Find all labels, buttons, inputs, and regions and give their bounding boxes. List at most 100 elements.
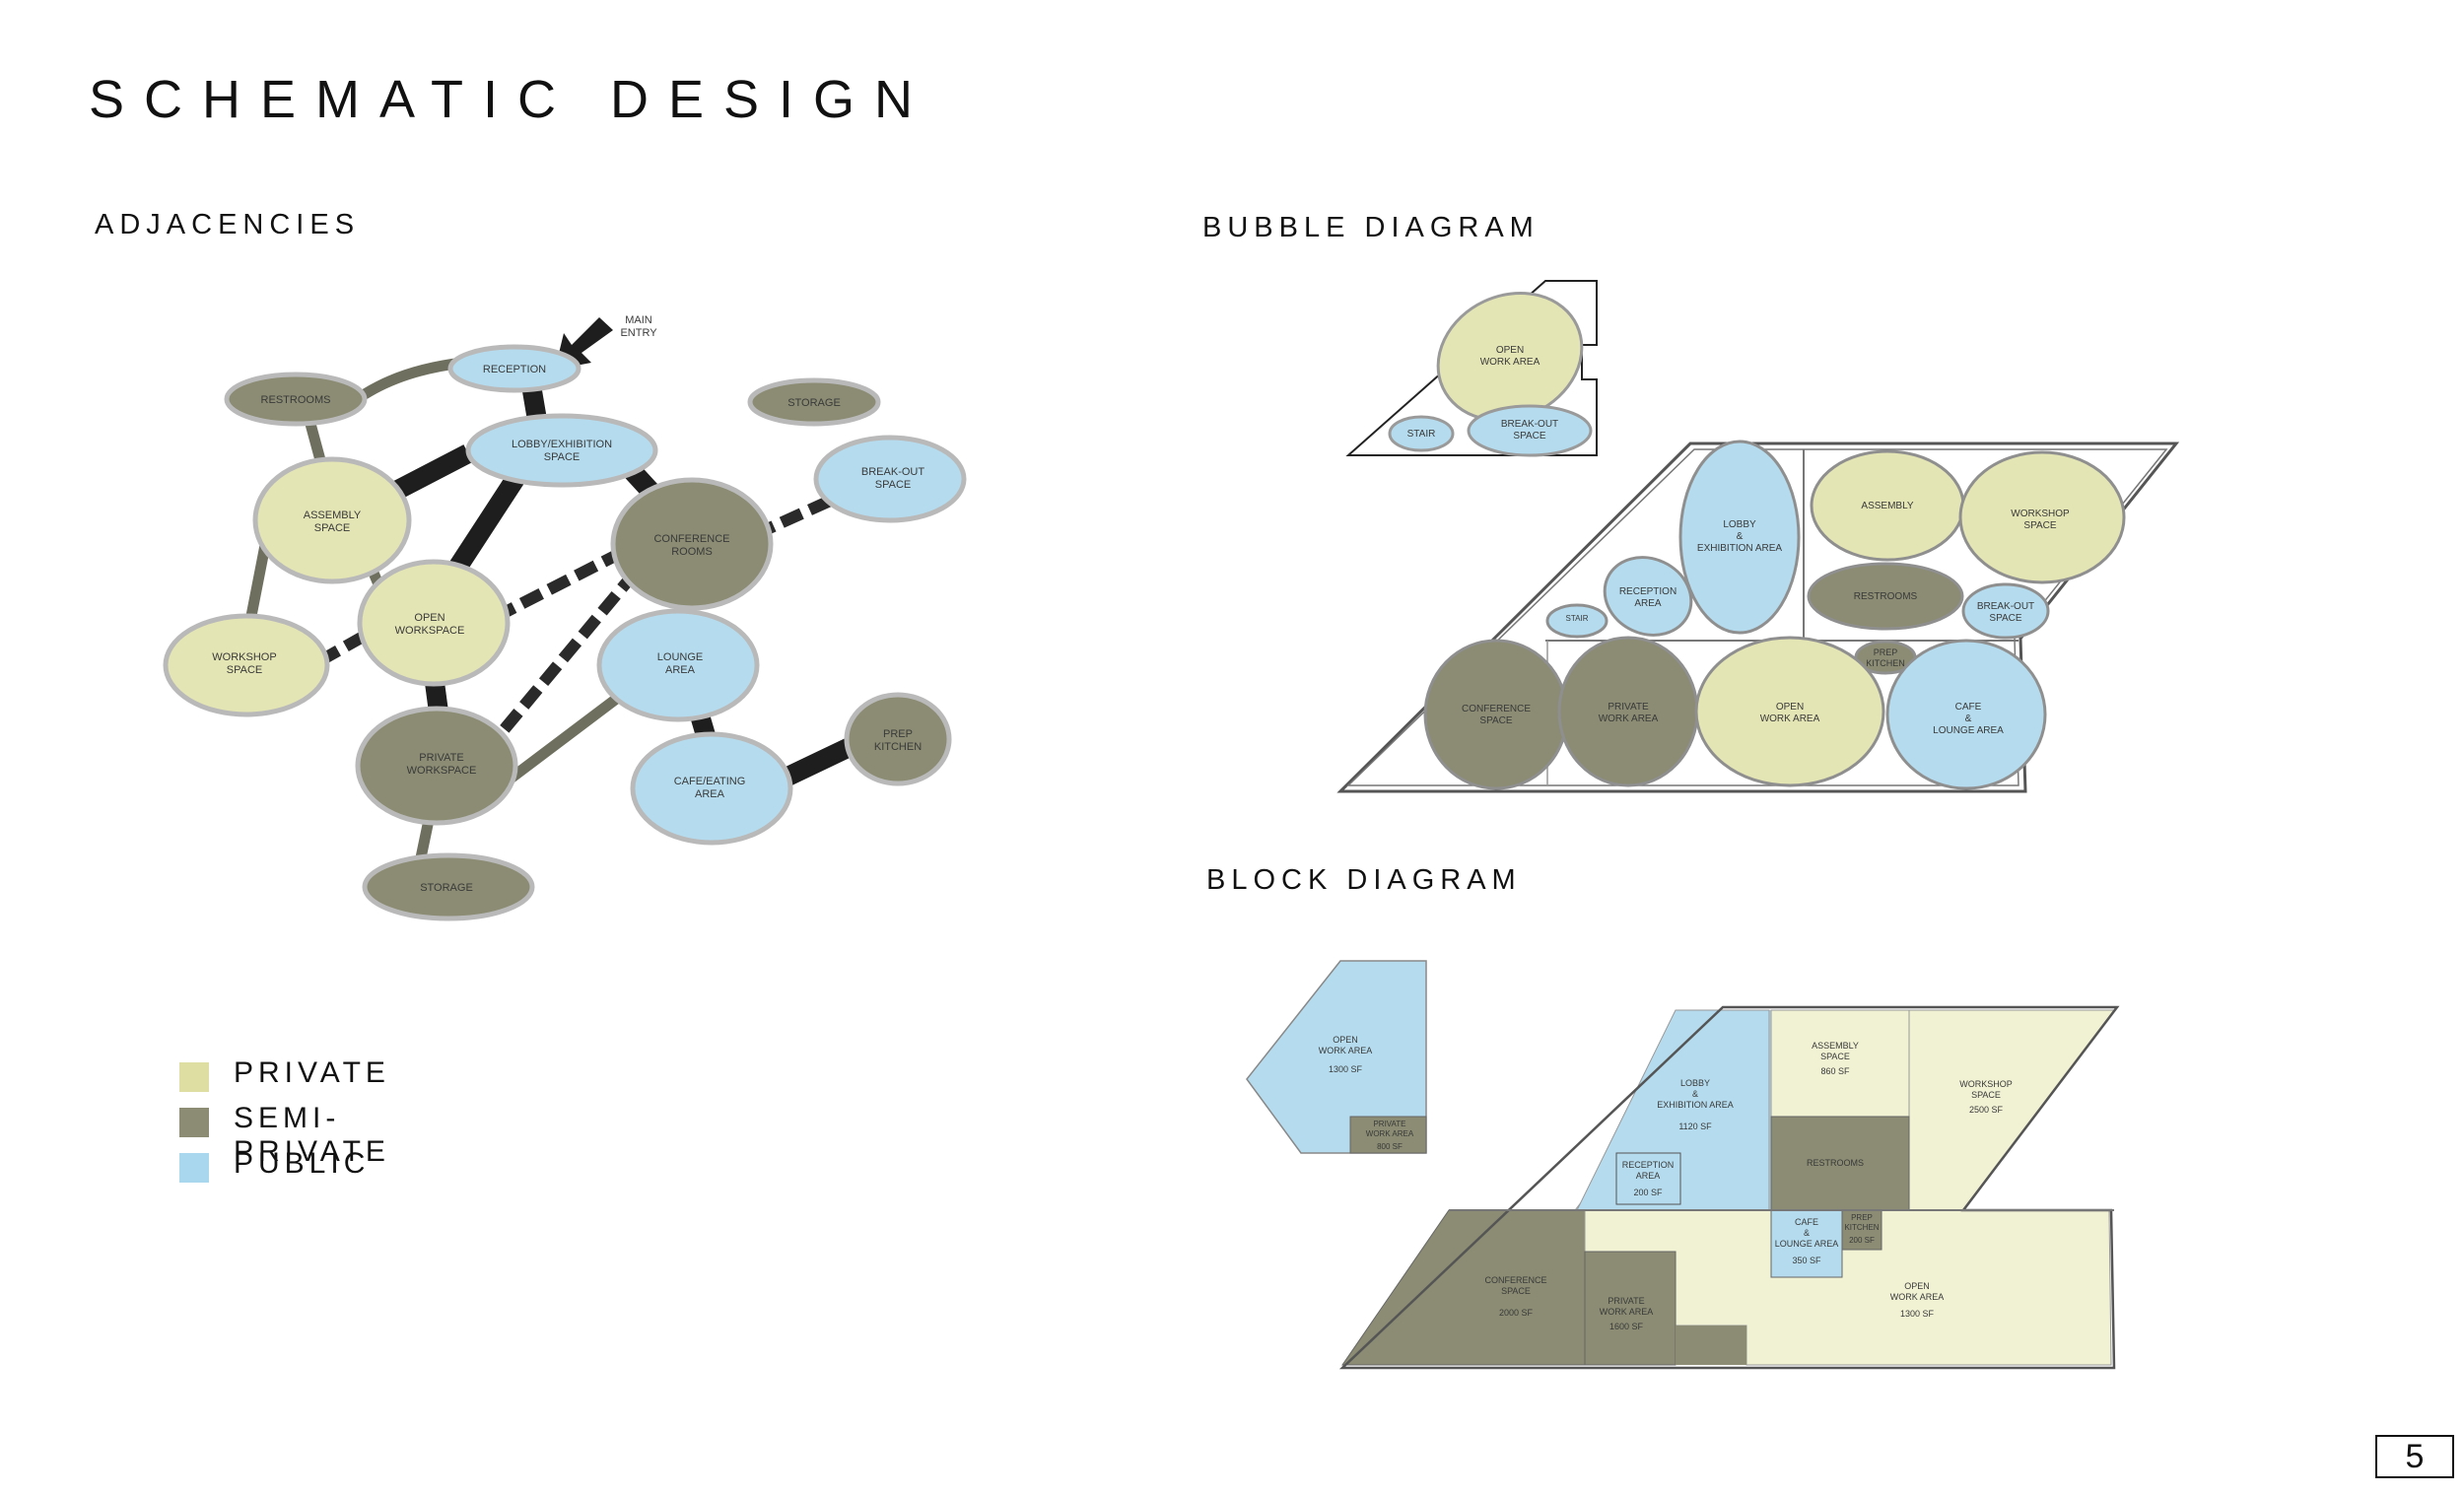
connector-openws-workshop [301, 630, 368, 676]
block-lobby-label-1: LOBBY [1680, 1078, 1710, 1088]
block-open-work-label-3: 1300 SF [1900, 1309, 1935, 1319]
bubble-reception-label-1: RECEPTION [1619, 586, 1677, 597]
block-conference [1341, 1209, 1586, 1366]
block-cafe-label-4: 350 SF [1792, 1256, 1821, 1265]
legend-swatch-public [179, 1153, 209, 1183]
block-assembly-label-2: SPACE [1820, 1052, 1850, 1061]
storage-bottom-bubble [362, 852, 535, 921]
bubble-upper-stair [1388, 415, 1455, 452]
bubble-lobby-label-1: LOBBY [1723, 519, 1756, 530]
cafe-label-2: AREA [695, 788, 725, 800]
bubble-open-work-label-1: OPEN [1776, 702, 1804, 713]
assembly-label-2: SPACE [314, 522, 350, 534]
bubble-assembly-label: ASSEMBLY [1861, 501, 1913, 511]
legend-swatch-semi-private [179, 1108, 209, 1137]
bubble-conference-label-1: CONFERENCE [1462, 704, 1531, 714]
block-private-work-label-1: PRIVATE [1608, 1296, 1644, 1306]
workshop-label-2: SPACE [227, 664, 262, 676]
bubble-conference [1423, 639, 1569, 790]
block-upper-private-work [1349, 1116, 1427, 1154]
block-assembly [1770, 1009, 1910, 1118]
block-cafe-label-2: & [1804, 1228, 1810, 1238]
bubble-upper-breakout-label-2: SPACE [1513, 431, 1545, 442]
block-upper-open-work-label-1: OPEN [1333, 1035, 1358, 1045]
breakout-label-2: SPACE [875, 479, 911, 491]
private-workspace-bubble [355, 706, 518, 826]
block-lobby-label-4: 1120 SF [1678, 1122, 1712, 1131]
block-restrooms [1770, 1116, 1910, 1211]
connector-cafe-prep [779, 737, 855, 788]
reception-label: RECEPTION [483, 364, 546, 375]
block-workshop-label-1: WORKSHOP [1959, 1079, 2013, 1089]
lounge-bubble [596, 608, 760, 722]
lounge-label-1: LOUNGE [657, 651, 703, 663]
bubble-lobby-label-3: EXHIBITION AREA [1697, 543, 1782, 554]
block-assembly-label-1: ASSEMBLY [1812, 1041, 1859, 1051]
block-reception-label-1: RECEPTION [1622, 1160, 1675, 1170]
bubble-breakout [1961, 582, 2050, 640]
open-workspace-label-2: WORKSPACE [395, 625, 465, 637]
block-assembly-label-3: 860 SF [1820, 1066, 1850, 1076]
open-workspace-label-1: OPEN [414, 612, 445, 624]
block-conference-label-2: SPACE [1501, 1286, 1531, 1296]
bubble-stair [1545, 603, 1608, 639]
block-prep-label-2: KITCHEN [1844, 1223, 1879, 1232]
bubble-workshop-label-2: SPACE [2023, 520, 2056, 531]
private-workspace-label-2: WORKSPACE [407, 765, 477, 777]
bubble-breakout-label-1: BREAK-OUT [1977, 601, 2034, 612]
breakout-label-1: BREAK-OUT [861, 466, 924, 478]
bubble-stair-label: STAIR [1566, 614, 1589, 623]
main-entry-label-1: MAIN [625, 314, 652, 326]
connector-conference-openws [495, 546, 626, 622]
lobby-bubble [465, 413, 658, 488]
bubble-cafe [1885, 639, 2047, 790]
block-upper-private-work-label-3: 800 SF [1377, 1142, 1403, 1151]
block-private-work-label-2: WORK AREA [1600, 1307, 1654, 1317]
block-prep-kitchen [1841, 1209, 1882, 1251]
cafe-bubble [630, 731, 793, 846]
conference-bubble [610, 477, 774, 611]
block-workshop-label-3: 2500 SF [1969, 1105, 2004, 1115]
block-lobby-label-2: & [1692, 1089, 1698, 1099]
block-cafe [1770, 1209, 1843, 1278]
block-workshop [1908, 1009, 2115, 1211]
page-title: SCHEMATIC DESIGN [89, 70, 933, 129]
legend-swatch-private [179, 1062, 209, 1092]
conference-label-2: ROOMS [671, 546, 713, 558]
connector-lobby-assembly [387, 444, 473, 502]
connector-conference-privatews [483, 568, 641, 753]
block-cafe-label-3: LOUNGE AREA [1775, 1239, 1839, 1249]
block-upper-open-work [1246, 960, 1427, 1154]
connector-lounge-privatews [505, 682, 637, 784]
block-private-work [1584, 1251, 1677, 1366]
connector-assembly-workshop [245, 534, 272, 622]
bubble-upper-open-work-label-2: WORK AREA [1480, 357, 1540, 368]
bubble-upper-open-work-label-1: OPEN [1496, 345, 1524, 356]
bubble-workshop-label-1: WORKSHOP [2011, 509, 2070, 519]
bubble-prep-label-2: KITCHEN [1866, 658, 1905, 668]
block-reception [1615, 1152, 1681, 1205]
bubble-private-work-label-2: WORK AREA [1599, 714, 1659, 724]
bubble-restrooms-label: RESTROOMS [1854, 591, 1918, 602]
bubble-cafe-label-3: LOUNGE AREA [1933, 725, 2004, 736]
prep-kitchen-bubble [844, 692, 952, 786]
adjacencies-heading: ADJACENCIES [95, 209, 361, 240]
lobby-label-2: SPACE [544, 451, 580, 463]
bubble-open-work-label-2: WORK AREA [1760, 714, 1820, 724]
open-workspace-bubble [357, 559, 511, 687]
block-open-work-label-1: OPEN [1904, 1281, 1930, 1291]
bubble-reception [1603, 556, 1693, 637]
block-prep-label-3: 200 SF [1849, 1236, 1875, 1245]
bubble-cafe-label-2: & [1965, 714, 1972, 724]
connector-lobby-openws [440, 462, 531, 587]
bubble-private-work-label-1: PRIVATE [1608, 702, 1649, 713]
bubble-lobby [1678, 440, 1801, 635]
adjacencies-diagram: MAIN ENTRY RECEPTION RESTROOMS LOBBY/EXH… [163, 314, 967, 921]
private-workspace-label-1: PRIVATE [419, 752, 463, 764]
bubble-diagram-heading: BUBBLE DIAGRAM [1202, 212, 1540, 243]
block-open-work-label-2: WORK AREA [1890, 1292, 1945, 1302]
block-upper-private-work-label-2: WORK AREA [1366, 1129, 1414, 1138]
bubble-workshop [1958, 450, 2126, 584]
restrooms-bubble [224, 372, 368, 427]
